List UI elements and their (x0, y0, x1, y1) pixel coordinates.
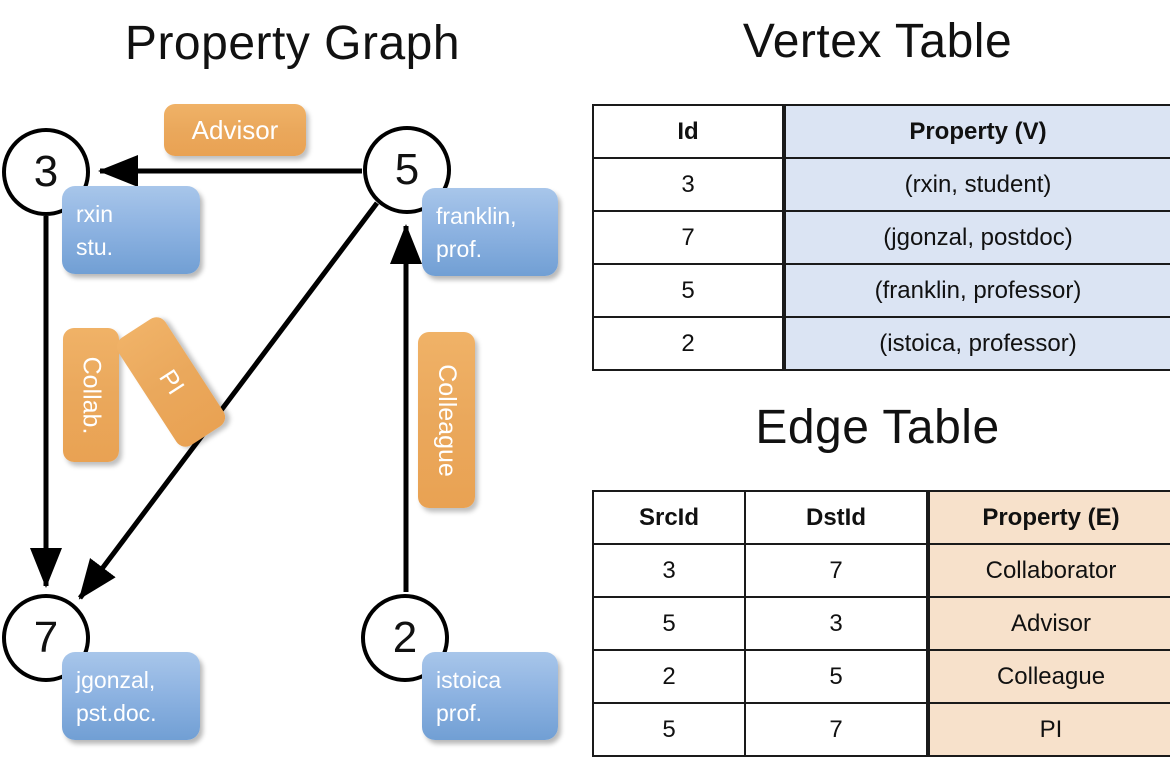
graph-node-2[interactable]: 2 (361, 594, 449, 682)
edge-table-cell-srcid: 5 (592, 702, 746, 757)
edge-table-cell-srcid: 2 (592, 649, 746, 704)
table-row: 5 (franklin, professor) (592, 263, 1170, 318)
vertex-table-cell-property: (jgonzal, postdoc) (782, 210, 1170, 265)
node-property-line: prof. (436, 700, 483, 727)
vertex-table-header-id: Id (592, 104, 785, 159)
edge-table-cell-dstid: 3 (744, 596, 929, 651)
edge-label-advisor: Advisor (164, 104, 306, 156)
edge-table-cell-srcid: 3 (592, 543, 746, 598)
vertex-table-cell-id: 3 (592, 157, 785, 212)
edge-table-cell-dstid: 5 (744, 649, 929, 704)
page-title-property-graph: Property Graph (124, 17, 461, 70)
table-row: 5 3 Advisor (592, 596, 1170, 651)
vertex-table-cell-property: (istoica, professor) (782, 316, 1170, 371)
edge-table-cell-srcid: 5 (592, 596, 746, 651)
edge-table-header-dstid: DstId (744, 490, 929, 545)
edge-label-collab: Collab. (63, 328, 119, 462)
node-property-line: rxin (76, 201, 114, 227)
edge-table-cell-property: Colleague (926, 649, 1170, 704)
table-row: 3 7 Collaborator (592, 543, 1170, 598)
graph-node-5[interactable]: 5 (363, 126, 451, 214)
edge-label-colleague: Colleague (418, 332, 475, 508)
vertex-table-cell-id: 5 (592, 263, 785, 318)
node-property-box-rxin: rxin stu. (62, 186, 200, 274)
edge-label-text: Colleague (433, 363, 461, 477)
node-property-line: stu. (76, 234, 114, 261)
node-property-line: prof. (436, 236, 483, 263)
edge-table-cell-dstid: 7 (744, 702, 929, 757)
edge-table-cell-property: PI (926, 702, 1170, 757)
table-row: 2 (istoica, professor) (592, 316, 1170, 371)
vertex-table-cell-property: (rxin, student) (782, 157, 1170, 212)
edge-table-cell-property: Collaborator (926, 543, 1170, 598)
edge-5-to-7 (78, 201, 379, 600)
vertex-table-cell-id: 2 (592, 316, 785, 371)
edge-label-text: Collab. (77, 356, 106, 434)
vertex-table-header-property: Property (V) (782, 104, 1170, 159)
node-property-box-jgonzal: jgonzal, pst.doc. (62, 652, 200, 740)
node-property-line: pst.doc. (76, 700, 157, 727)
node-property-line: jgonzal, (76, 667, 156, 693)
page-title-edge-table: Edge Table (755, 401, 1000, 454)
table-row: 3 (rxin, student) (592, 157, 1170, 212)
vertex-table-cell-id: 7 (592, 210, 785, 265)
graph-edges-svg (30, 155, 422, 600)
node-property-line: franklin, (436, 203, 517, 229)
edge-table-cell-property: Advisor (926, 596, 1170, 651)
node-property-box-franklin: franklin, prof. (422, 188, 558, 276)
node-property-box-istoica: istoica prof. (422, 652, 558, 740)
table-header-row: SrcId DstId Property (E) (592, 490, 1170, 545)
table-row: 7 (jgonzal, postdoc) (592, 210, 1170, 265)
edge-label-text: PI (153, 364, 190, 400)
edge-label-text: Advisor (191, 114, 279, 145)
table-row: 5 7 PI (592, 702, 1170, 757)
vertex-table: Id Property (V) 3 (rxin, student) 7 (jgo… (592, 104, 1170, 371)
table-header-row: Id Property (V) (592, 104, 1170, 159)
edge-table-cell-dstid: 7 (744, 543, 929, 598)
vertex-table-cell-property: (franklin, professor) (782, 263, 1170, 318)
property-graph-panel: 3 5 7 2 rxin stu. franklin, prof. jgonza… (2, 104, 558, 740)
edge-table-header-srcid: SrcId (592, 490, 746, 545)
edge-table: SrcId DstId Property (E) 3 7 Collaborato… (592, 490, 1170, 757)
page-title-vertex-table: Vertex Table (742, 15, 1013, 68)
edge-table-header-property: Property (E) (926, 490, 1170, 545)
node-property-line: istoica (436, 667, 502, 693)
table-row: 2 5 Colleague (592, 649, 1170, 704)
